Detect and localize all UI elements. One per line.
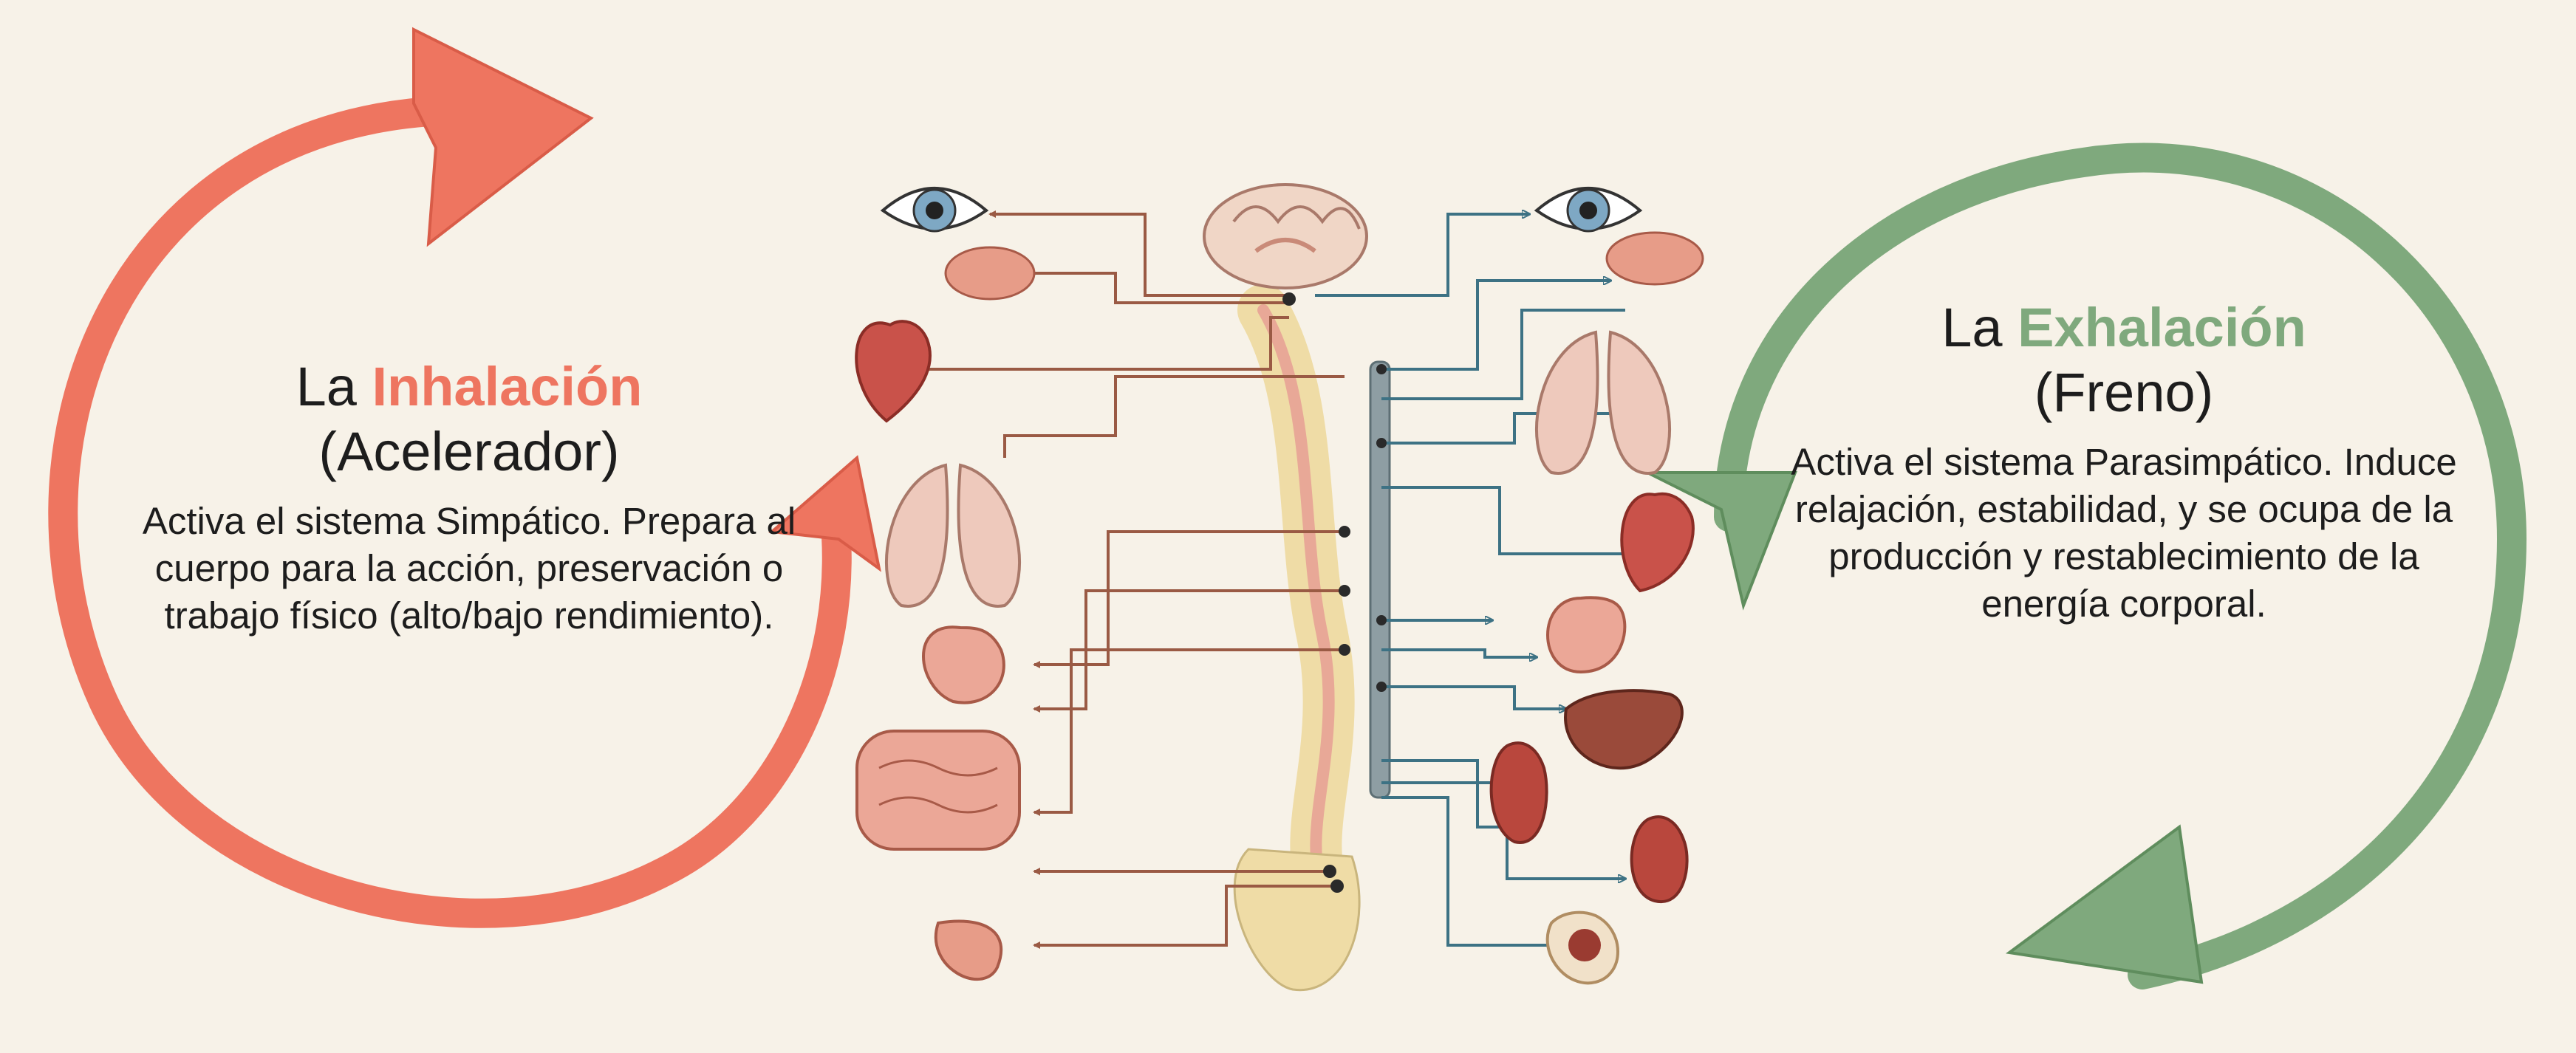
exhalation-title: La Exhalación	[1773, 295, 2475, 360]
salivary-gland-icon	[1607, 233, 1703, 284]
exhalation-title-prefix: La	[1941, 297, 2018, 358]
heart-icon	[856, 321, 930, 421]
parasympathetic-nerve-lines	[1315, 214, 1640, 945]
stomach-icon	[923, 627, 1004, 702]
exhalation-title-accent: Exhalación	[2018, 297, 2306, 358]
brain-icon	[1204, 185, 1367, 288]
kidney-icon	[1492, 743, 1547, 843]
lungs-icon	[886, 465, 1019, 606]
lungs-icon	[1537, 332, 1670, 473]
eye-icon	[883, 188, 986, 231]
exhalation-description: Activa el sistema Parasimpático. Induce …	[1773, 439, 2475, 628]
bladder-icon	[936, 922, 1001, 980]
pancreas-icon	[1548, 913, 1618, 984]
eye-icon	[1537, 188, 1640, 231]
inhalation-panel: La Inhalación (Acelerador) Activa el sis…	[140, 354, 798, 639]
inhalation-description: Activa el sistema Simpático. Prepara al …	[140, 498, 798, 639]
inhalation-title-prefix: La	[296, 356, 372, 417]
inhalation-subtitle: (Acelerador)	[140, 419, 798, 484]
heart-icon	[1622, 494, 1693, 591]
exhalation-panel: La Exhalación (Freno) Activa el sistema …	[1773, 295, 2475, 628]
inhalation-title: La Inhalación	[140, 354, 798, 419]
liver-icon	[1565, 690, 1682, 768]
intestine-icon	[857, 731, 1019, 849]
exhalation-subtitle: (Freno)	[1773, 360, 2475, 425]
inhalation-title-accent: Inhalación	[372, 356, 642, 417]
stomach-icon	[1548, 597, 1624, 672]
kidney-icon	[1632, 817, 1687, 902]
salivary-gland-icon	[946, 247, 1034, 299]
